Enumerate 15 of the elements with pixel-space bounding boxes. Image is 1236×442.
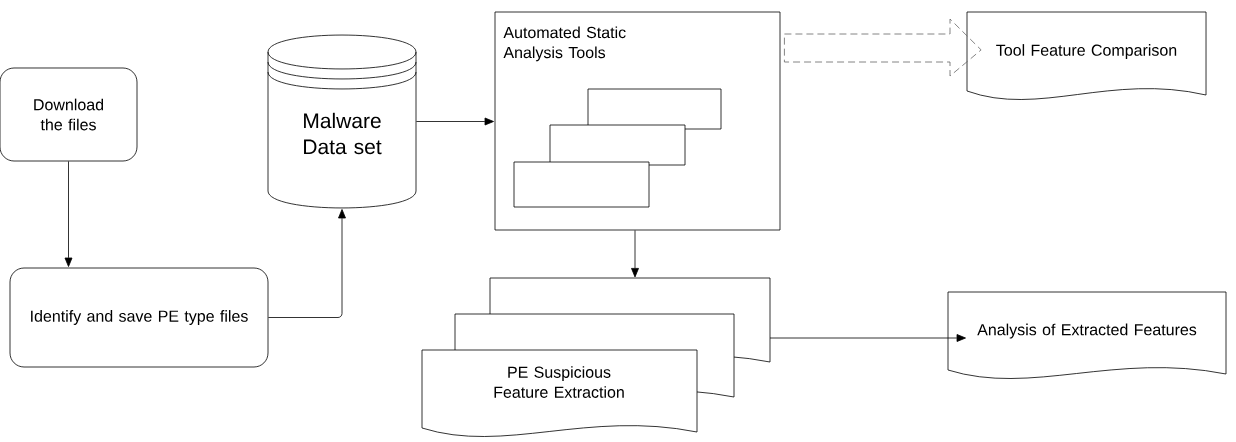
arrow <box>769 334 966 342</box>
tool-box <box>549 124 686 166</box>
tool-box <box>513 161 650 208</box>
tools-box: Automated Static Analysis Tools <box>494 11 781 231</box>
arrow <box>268 209 346 318</box>
process-box: Identify and save PE type files <box>9 267 269 368</box>
arrow <box>64 161 73 267</box>
document-stack: PE Suspicious Feature Extraction <box>421 277 771 437</box>
tool-box <box>587 88 722 130</box>
arrow <box>416 117 494 126</box>
arrow <box>631 230 639 278</box>
node-label: PE Suspicious Feature Extraction <box>494 366 624 398</box>
database-cylinder: Malware Data set <box>267 34 417 209</box>
process-box: Download the files <box>0 67 138 162</box>
block-arrow <box>784 18 982 77</box>
